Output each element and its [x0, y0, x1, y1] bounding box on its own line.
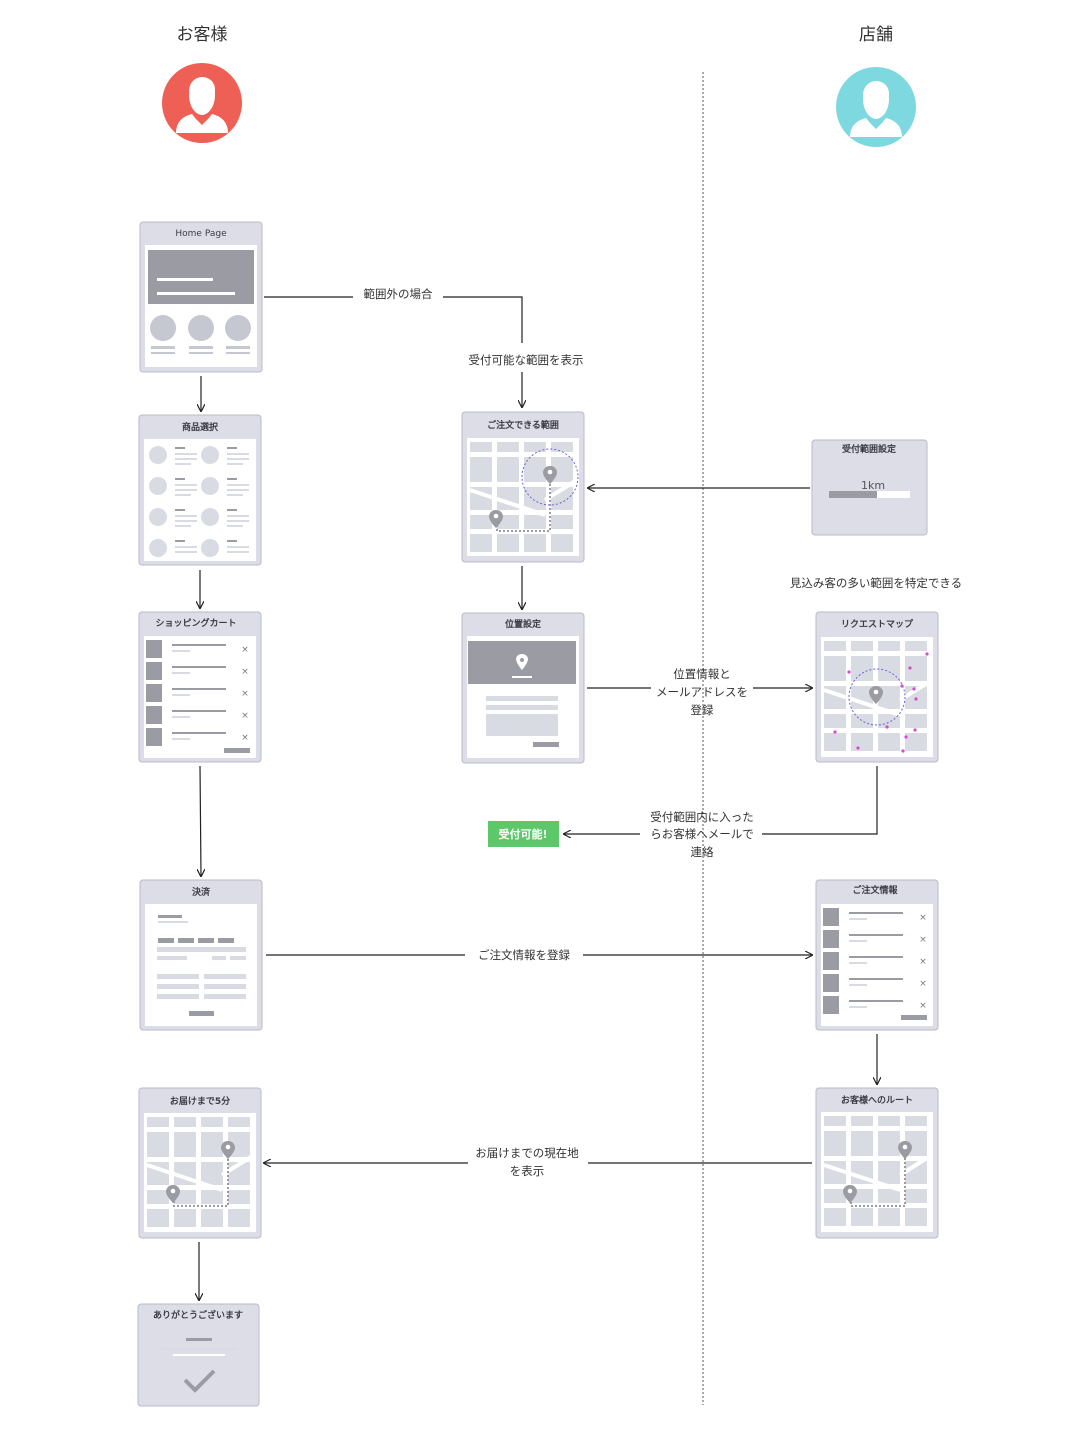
screen-delivery-eta: お届けまで5分 — [138, 1087, 262, 1239]
label-show-range: 受付可能な範囲を表示 — [469, 353, 584, 367]
label-register-location-1: 位置情報と — [673, 667, 731, 681]
svg-text:×: × — [241, 667, 249, 677]
label-notify-3: 連絡 — [691, 845, 714, 859]
screen-title-thanks: ありがとうございます — [153, 1309, 243, 1321]
range-slider-fill — [829, 491, 877, 498]
badge-available: 受付可能! — [488, 821, 559, 847]
label-show-current-1: お届けまでの現在地 — [475, 1146, 579, 1160]
edge-notify — [564, 766, 878, 834]
screen-checkout: 決済 — [139, 879, 263, 1031]
svg-text:×: × — [241, 733, 249, 743]
label-show-current-2: を表示 — [510, 1164, 545, 1178]
lane-title-customer: お客様 — [177, 25, 228, 45]
screen-title-home: Home Page — [175, 229, 227, 239]
label-register-location-3: 登録 — [691, 703, 714, 717]
label-out-of-range: 範囲外の場合 — [364, 287, 433, 301]
screen-title-cart: ショッピングカート — [155, 617, 236, 629]
screen-product-selection: 商品選択 — [138, 414, 262, 566]
screen-customer-route: お客様へのルート — [815, 1087, 939, 1239]
request-heat-dots — [833, 652, 929, 753]
screen-title-order-info: ご注文情報 — [852, 884, 898, 896]
store-avatar — [836, 67, 916, 147]
label-notify-2: らお客様へメールで — [650, 827, 754, 841]
svg-text:×: × — [919, 979, 927, 989]
screen-title-checkout: 決済 — [192, 886, 211, 898]
svg-text:×: × — [919, 935, 927, 945]
screen-title-delivery: お届けまで5分 — [170, 1095, 230, 1107]
note-prospect: 見込み客の多い範囲を特定できる — [790, 576, 962, 590]
badge-available-label: 受付可能! — [498, 827, 547, 841]
svg-text:×: × — [241, 645, 249, 655]
customer-avatar — [162, 63, 242, 143]
svg-text:×: × — [241, 711, 249, 721]
screen-range-setting: 受付範囲設定 1km — [811, 439, 928, 536]
svg-text:×: × — [919, 957, 927, 967]
screen-title-range-setting: 受付範囲設定 — [842, 443, 897, 455]
screen-title-product: 商品選択 — [182, 421, 219, 433]
screen-location-setting: 位置設定 — [461, 612, 585, 764]
label-register-location-2: メールアドレスを — [656, 685, 748, 699]
screen-title-request-map: リクエストマップ — [841, 618, 914, 630]
screen-home-page: Home Page — [139, 221, 263, 373]
screen-order-range: ご注文できる範囲 — [461, 411, 585, 563]
screen-title-route: お客様へのルート — [841, 1094, 913, 1106]
edge-out-of-range — [264, 296, 522, 407]
label-notify-1: 受付範囲内に入った — [650, 810, 754, 824]
svg-text:×: × — [919, 1001, 927, 1011]
screen-order-info: ご注文情報 × × × × × — [815, 879, 939, 1031]
screen-request-map: リクエストマップ — [815, 611, 939, 763]
svg-text:×: × — [241, 689, 249, 699]
screen-title-location: 位置設定 — [505, 618, 542, 630]
lane-title-store: 店舗 — [859, 25, 893, 45]
edge-cart-to-checkout — [200, 765, 201, 876]
screen-thank-you: ありがとうございます — [137, 1303, 260, 1407]
range-value: 1km — [861, 479, 885, 492]
label-register-order: ご注文情報を登録 — [478, 948, 570, 962]
screen-title-order-range: ご注文できる範囲 — [487, 419, 559, 431]
screen-shopping-cart: ショッピングカート × × × × × — [138, 611, 262, 763]
svg-text:×: × — [919, 913, 927, 923]
